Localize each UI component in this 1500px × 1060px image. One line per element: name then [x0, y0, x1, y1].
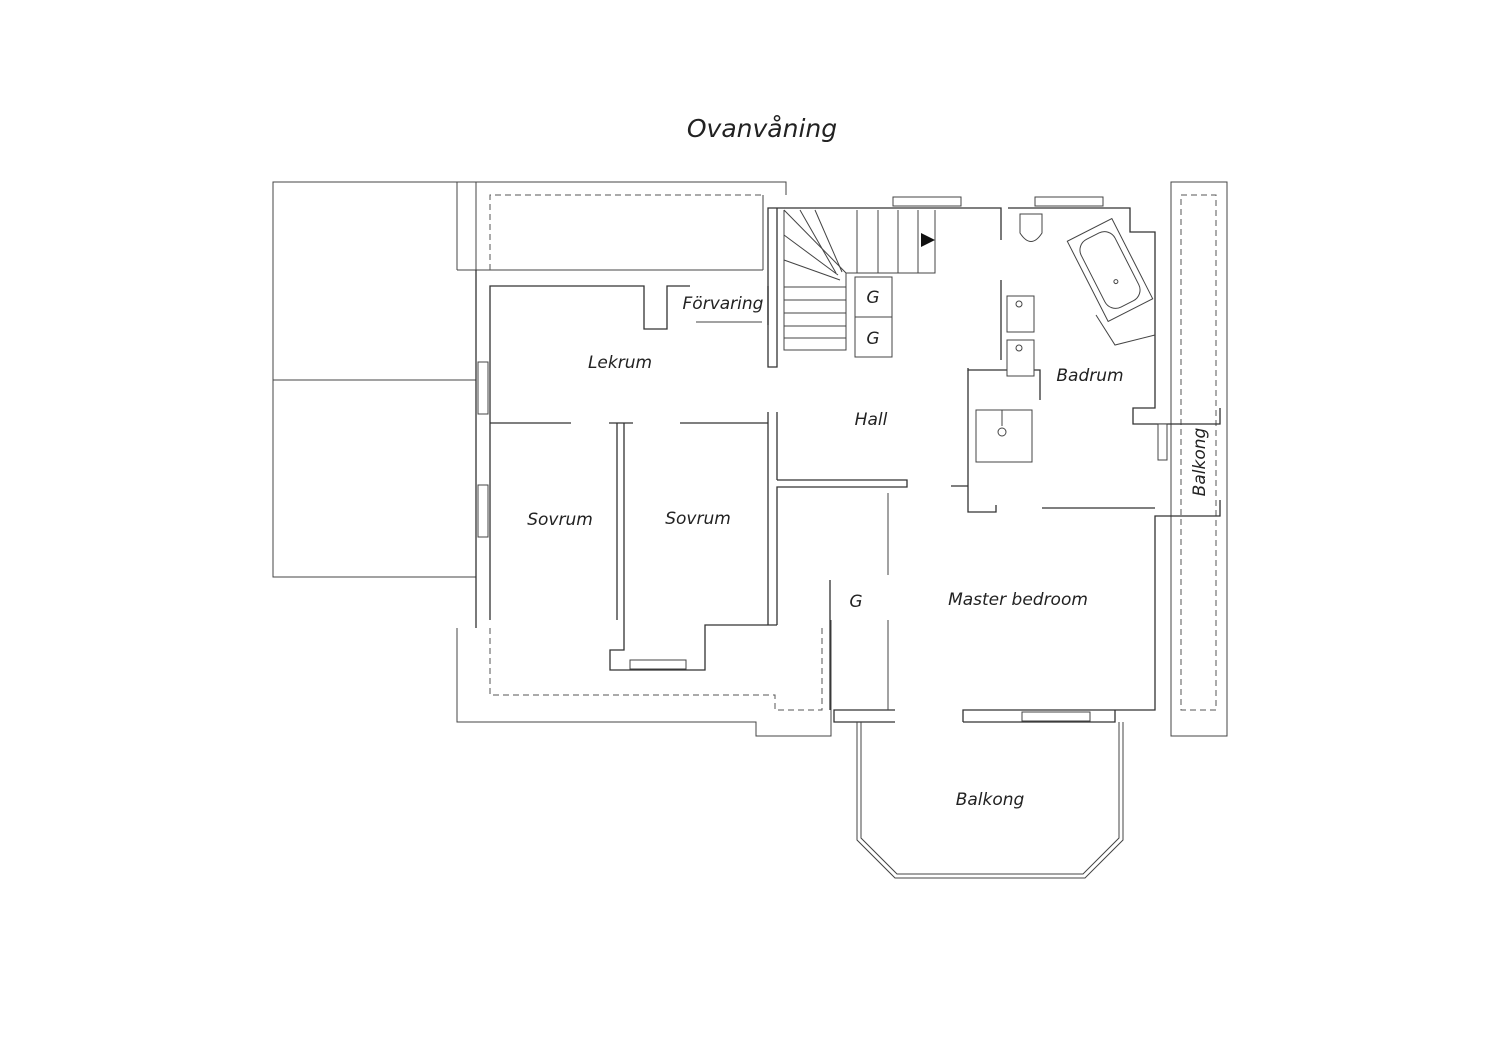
room-label-hall: Hall — [855, 410, 888, 430]
closet-label-1: G — [866, 288, 879, 308]
bathroom-fixtures — [975, 213, 1156, 463]
room-label-lekrum: Lekrum — [588, 353, 652, 373]
left-roof — [272, 181, 477, 578]
closet-label-2: G — [866, 329, 879, 349]
top-roof-strip — [456, 181, 787, 271]
right-roof-strip — [1170, 181, 1228, 737]
staircase — [783, 209, 936, 351]
room-label-sovrum-right: Sovrum — [665, 509, 731, 529]
floor-title: Ovanvåning — [687, 114, 837, 143]
room-label-forvaring: Förvaring — [683, 294, 764, 314]
bottom-roof-strip — [456, 620, 832, 737]
room-label-badrum: Badrum — [1056, 366, 1123, 386]
room-label-balkong-main: Balkong — [956, 790, 1025, 810]
main-balcony-outline — [856, 722, 1124, 879]
interior-walls — [490, 280, 1155, 710]
closet-label-3: G — [849, 592, 862, 612]
room-label-balkong-side: Balkong — [1190, 427, 1210, 496]
windows — [477, 196, 1168, 722]
room-label-master-bedroom: Master bedroom — [948, 590, 1088, 610]
room-label-sovrum-left: Sovrum — [527, 510, 593, 530]
hall-closets — [854, 276, 893, 358]
